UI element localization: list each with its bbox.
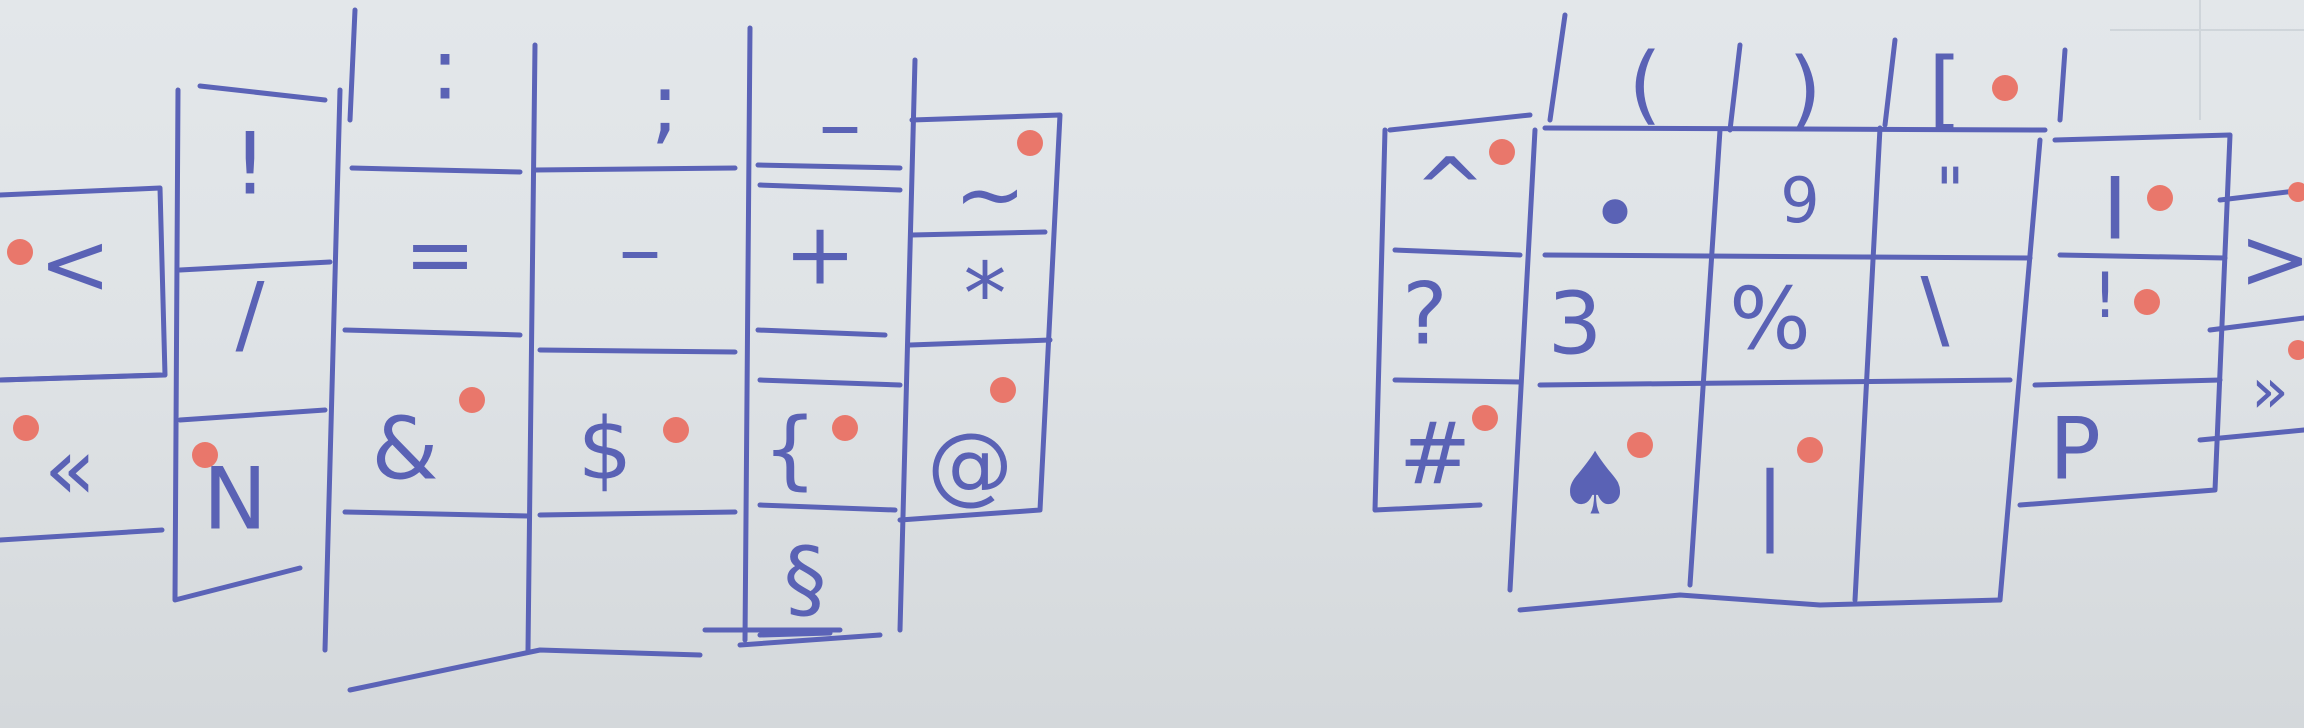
key-at: @ (927, 414, 1013, 514)
key-equals: = (404, 204, 476, 304)
marker-dot (1017, 130, 1043, 156)
marker-dot (990, 377, 1016, 403)
right-keyboard-marker-dots (1472, 75, 2304, 463)
key-exclamation: ! (233, 114, 267, 214)
marker-dot (832, 415, 858, 441)
key-laquo: « (44, 419, 97, 519)
marker-dot (2134, 289, 2160, 315)
key-three: 3 (1548, 274, 1603, 374)
marker-dot (2147, 185, 2173, 211)
key-slash: / (236, 264, 265, 364)
key-less-than: < (39, 214, 111, 314)
key-pilcrow: P (2049, 399, 2101, 499)
key-asterisk: * (964, 244, 1007, 344)
key-colon: : (431, 19, 460, 119)
key-minus: – (619, 199, 662, 299)
key-bullet: • (1590, 164, 1641, 264)
right-keyboard-keys: ( ) [ ^ • 9 " I > ? 3 % \ ! » # ♠ | P (1399, 34, 2304, 554)
paper-grid (2110, 0, 2304, 120)
marker-dot (1489, 139, 1515, 165)
left-keyboard-sketch (0, 7, 1063, 693)
key-bracket: [ (1928, 39, 1962, 139)
marker-dot (1472, 405, 1498, 431)
marker-dot (1992, 75, 2018, 101)
key-greater-than: > (2239, 209, 2304, 309)
key-numero: N (203, 449, 267, 549)
key-paren-open: ( (1628, 34, 1662, 134)
key-backslash: \ (1921, 259, 1950, 359)
key-pipe: | (1756, 454, 1785, 554)
key-paren-close: ) (1788, 39, 1822, 139)
marker-dot (459, 387, 485, 413)
marker-dot (13, 415, 39, 441)
right-keyboard-sketch (1372, 12, 2304, 613)
left-keyboard-marker-dots (7, 130, 1043, 468)
marker-dot (1627, 432, 1653, 458)
key-plus: + (784, 204, 856, 304)
left-keyboard-keys: : ; – ! ~ < / = – + * « N & $ { @ § (39, 19, 1026, 629)
key-section: § (784, 529, 827, 629)
key-dash: – (819, 74, 862, 174)
key-hash: # (1399, 404, 1471, 504)
key-tilde: ~ (954, 144, 1026, 244)
key-brace: { (763, 399, 818, 499)
marker-dot (2288, 182, 2304, 202)
key-inverted-question: ? (1402, 264, 1448, 364)
key-inverted-exclamation: I (2102, 159, 2127, 259)
key-i-dot: ! (2093, 259, 2118, 332)
marker-dot (663, 417, 689, 443)
marker-dot (192, 442, 218, 468)
key-percent: % (1729, 269, 1811, 369)
marker-dot (7, 239, 33, 265)
key-double-quote: " (1936, 154, 1965, 227)
key-bell: ♠ (1556, 434, 1633, 534)
marker-dot (1797, 437, 1823, 463)
key-dollar: $ (578, 399, 633, 499)
key-ampersand: & (371, 399, 438, 499)
key-semicolon: ; (651, 54, 680, 154)
key-comma-quote: 9 (1780, 164, 1819, 237)
key-raquo: » (2251, 354, 2289, 427)
marker-dot (2288, 340, 2304, 360)
key-caret: ^ (1414, 139, 1486, 239)
